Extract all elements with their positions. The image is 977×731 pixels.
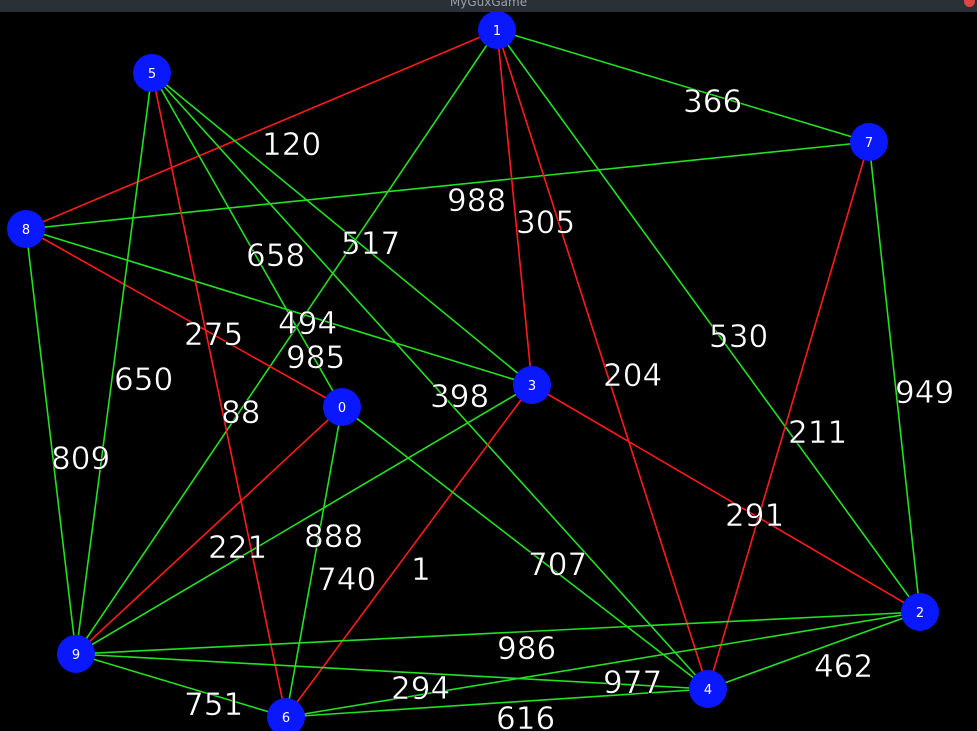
- edge-weight-label-0-6: 740: [317, 562, 376, 598]
- graph-node-7[interactable]: 7: [850, 123, 888, 161]
- edge-1-2: [496, 29, 921, 613]
- path-edge-5-6: [151, 72, 287, 718]
- graph-node-1[interactable]: 1: [478, 12, 516, 49]
- path-edge-3-6: [285, 384, 533, 718]
- node-circle-3[interactable]: [513, 366, 551, 404]
- graph-node-4[interactable]: 4: [689, 670, 727, 708]
- edge-1-7: [496, 29, 870, 143]
- edge-9-6: [75, 653, 287, 718]
- edge-weight-label-1-7: 366: [683, 84, 742, 120]
- nodes-layer: 0 1 2 3 4 5 6 7 8 9: [7, 12, 939, 731]
- edge-weight-label-0-4: 707: [528, 547, 587, 583]
- edge-weight-label-1-8: 120: [262, 127, 321, 163]
- edge-weight-label-0-9: 221: [208, 530, 267, 566]
- node-label-5: 5: [148, 67, 156, 82]
- edge-weight-label-7-2: 949: [895, 375, 954, 411]
- edge-5-9: [75, 72, 153, 655]
- edge-weight-label-5-0: 658: [246, 238, 305, 274]
- edge-5-3: [151, 72, 533, 386]
- edge-6-4: [285, 688, 709, 718]
- node-circle-2[interactable]: [901, 593, 939, 631]
- node-label-4: 4: [704, 683, 712, 698]
- node-label-1: 1: [493, 24, 501, 39]
- edge-6-2: [285, 611, 921, 718]
- edge-3-9: [75, 384, 533, 655]
- edge-weight-label-6-2: 294: [391, 671, 450, 707]
- edge-8-7: [25, 141, 870, 230]
- node-circle-0[interactable]: [323, 388, 361, 426]
- edge-weight-label-1-9: 517: [341, 226, 400, 262]
- path-edge-1-3: [496, 29, 533, 386]
- node-circle-8[interactable]: [7, 210, 45, 248]
- edge-8-3: [25, 228, 533, 386]
- node-circle-9[interactable]: [57, 635, 95, 673]
- edge-weight-label-5-3: 494: [278, 306, 337, 342]
- edges-layer: [25, 29, 921, 718]
- path-edge-8-0: [25, 228, 343, 408]
- edge-weight-label-1-2: 530: [709, 319, 768, 355]
- node-circle-4[interactable]: [689, 670, 727, 708]
- path-edge-1-8: [25, 29, 498, 230]
- edge-0-6: [285, 406, 343, 718]
- node-circle-1[interactable]: [478, 12, 516, 49]
- graph-node-0[interactable]: 0: [323, 388, 361, 426]
- edge-weight-label-5-6: 88: [221, 395, 260, 431]
- path-edge-7-4: [707, 141, 870, 690]
- edge-7-2: [868, 141, 921, 613]
- node-circle-7[interactable]: [850, 123, 888, 161]
- graph-node-8[interactable]: 8: [7, 210, 45, 248]
- edge-weight-label-8-7: 988: [447, 183, 506, 219]
- edge-weight-label-9-4: 977: [603, 665, 662, 701]
- node-label-0: 0: [338, 401, 346, 416]
- edge-5-4: [151, 72, 709, 690]
- edge-weight-label-1-3: 305: [516, 205, 575, 241]
- edge-weight-label-9-6: 751: [184, 687, 243, 723]
- graph-node-5[interactable]: 5: [133, 54, 171, 92]
- edge-weight-label-8-3: 985: [286, 340, 345, 376]
- node-label-8: 8: [22, 223, 30, 238]
- path-edge-0-9: [75, 406, 343, 655]
- edge-weight-label-5-9: 650: [114, 362, 173, 398]
- path-edge-3-2: [531, 384, 921, 613]
- edge-weight-label-9-2: 986: [497, 631, 556, 667]
- node-label-7: 7: [865, 136, 873, 151]
- node-label-2: 2: [916, 606, 924, 621]
- node-label-6: 6: [282, 711, 290, 726]
- edge-weight-label-3-2: 291: [725, 498, 784, 534]
- edge-weight-label-8-0: 275: [184, 317, 243, 353]
- edge-weight-label-7-4: 211: [788, 415, 847, 451]
- edge-weight-label-6-4: 616: [496, 701, 555, 731]
- edge-weight-label-2-4: 462: [814, 649, 873, 685]
- edge-1-9: [75, 29, 498, 655]
- close-window-button[interactable]: [964, 0, 975, 7]
- edge-weight-label-1-4: 204: [603, 358, 662, 394]
- path-edge-1-4: [496, 29, 709, 690]
- edge-0-4: [341, 406, 709, 690]
- graph-node-2[interactable]: 2: [901, 593, 939, 631]
- node-label-3: 3: [528, 379, 536, 394]
- node-label-9: 9: [72, 648, 80, 663]
- edge-weight-label-3-6: 1: [411, 552, 431, 588]
- edge-2-4: [707, 611, 921, 690]
- edge-5-0: [151, 72, 343, 408]
- edge-weight-label-3-9: 888: [304, 519, 363, 555]
- edge-9-4: [75, 653, 709, 690]
- window-title: MyGuxGame: [449, 0, 528, 9]
- graph-node-9[interactable]: 9: [57, 635, 95, 673]
- edge-weight-label-5-4: 398: [430, 379, 489, 415]
- edge-8-9: [25, 228, 77, 655]
- node-circle-6[interactable]: [267, 698, 305, 731]
- node-circle-5[interactable]: [133, 54, 171, 92]
- window-title-bar: MyGuxGame: [0, 0, 977, 12]
- edge-9-2: [75, 611, 921, 655]
- edge-weight-label-8-9: 809: [51, 441, 110, 477]
- graph-node-6[interactable]: 6: [267, 698, 305, 731]
- graph-node-3[interactable]: 3: [513, 366, 551, 404]
- graph-canvas: 0 1 2 3 4 5 6 7 8 9 366 120 988 305 517 658 494 275 985 53…: [7, 12, 955, 731]
